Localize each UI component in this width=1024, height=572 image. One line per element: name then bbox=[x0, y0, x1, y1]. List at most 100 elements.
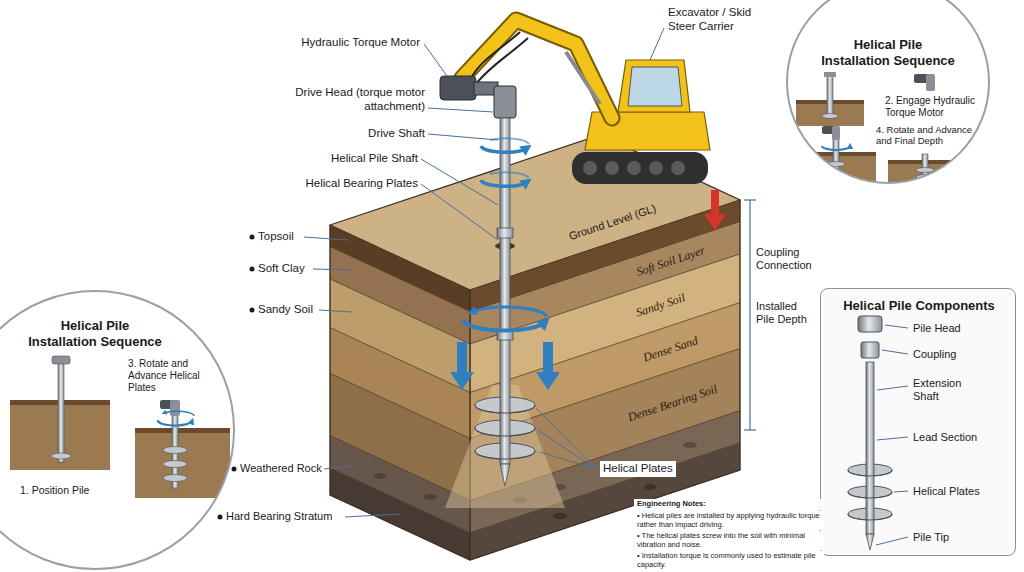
component-illustration bbox=[861, 342, 879, 358]
leader-line bbox=[421, 184, 498, 240]
inset-illustration bbox=[827, 74, 833, 118]
component-illustration bbox=[866, 362, 874, 534]
helical-pile bbox=[440, 76, 535, 486]
component-illustration bbox=[820, 288, 1016, 556]
helical-pile bbox=[475, 451, 535, 459]
soil-block bbox=[553, 513, 567, 519]
inset-illustration bbox=[833, 138, 839, 180]
callout-label: Drive Shaft bbox=[340, 127, 425, 141]
leader-line bbox=[538, 430, 596, 469]
inset-illustration bbox=[170, 400, 180, 416]
leader-line bbox=[319, 310, 352, 312]
callout-label: Drive Head (torque motor attachment) bbox=[288, 86, 425, 114]
inset-illustration bbox=[10, 356, 230, 498]
leader-line bbox=[428, 134, 498, 140]
rotation-arrow bbox=[457, 342, 467, 372]
helical-pile bbox=[497, 228, 513, 238]
component-illustration bbox=[866, 534, 874, 550]
ground-arrow bbox=[704, 190, 726, 230]
component-illustration bbox=[876, 325, 908, 545]
leader-line bbox=[536, 408, 596, 469]
step-text: 4. Rotate and Advance and Final Depth bbox=[876, 124, 978, 147]
inset-illustration bbox=[58, 362, 64, 462]
helical-pile bbox=[475, 405, 535, 413]
note-heading: Engineering Notes: bbox=[634, 499, 824, 510]
dimension-bracket bbox=[744, 200, 756, 430]
inset-illustration bbox=[135, 428, 230, 433]
callout-label: Helical Pile Shaft bbox=[296, 152, 418, 166]
callout-label: Hydraulic Torque Motor bbox=[280, 36, 420, 50]
rotation-arrow bbox=[543, 342, 553, 372]
excavator bbox=[627, 161, 641, 175]
inset-illustration bbox=[787, 0, 989, 183]
dimension-label: Installed Pile Depth bbox=[756, 300, 818, 326]
inset-illustration bbox=[163, 447, 187, 454]
component-illustration bbox=[885, 325, 908, 328]
helical-pile bbox=[494, 86, 516, 118]
layer-callout: Hard Bearing Stratum bbox=[226, 510, 332, 523]
layer-callout: Weathered Rock bbox=[240, 462, 322, 475]
layer-callout: Topsoil bbox=[258, 230, 294, 244]
leader-line bbox=[324, 466, 352, 469]
rotation-arrow bbox=[490, 172, 529, 178]
dimension-bracket bbox=[744, 199, 756, 200]
excavator bbox=[572, 152, 708, 184]
callout-label: Helical Plates bbox=[600, 461, 676, 477]
component-illustration bbox=[848, 470, 892, 520]
ground-level-label: Ground Level (GL) bbox=[567, 201, 658, 242]
rotation-arrow bbox=[481, 146, 527, 152]
excavator bbox=[462, 20, 612, 118]
leader-line bbox=[424, 44, 447, 76]
component-illustration bbox=[877, 386, 908, 390]
note-text: • Helical piles are installed by applyin… bbox=[634, 511, 824, 530]
excavator bbox=[583, 161, 597, 175]
part-label: Pile Head bbox=[913, 322, 1008, 335]
helical-pile bbox=[500, 118, 510, 464]
inset-illustration bbox=[822, 146, 850, 150]
leader-line bbox=[540, 452, 596, 469]
part-label: Coupling bbox=[913, 348, 1008, 361]
step-text: 3. Rotate and Advance Helical Plates bbox=[128, 358, 223, 394]
components-panel: Helical Pile ComponentsPile HeadCoupling… bbox=[820, 288, 1016, 556]
layer-label: Dense Sand bbox=[641, 333, 700, 365]
callout-label: Excavator / Skid Steer Carrier bbox=[668, 6, 768, 34]
inset-illustration bbox=[824, 72, 836, 77]
ground-arrow bbox=[704, 214, 726, 230]
inset-illustration bbox=[822, 114, 838, 119]
inset-illustration bbox=[926, 74, 935, 91]
rotation-arrow bbox=[472, 307, 547, 316]
inset-illustration bbox=[787, 0, 989, 196]
component-illustration bbox=[820, 288, 1016, 556]
inset-title: Helical Pile Installation Sequence bbox=[819, 37, 957, 68]
rotation-arrow bbox=[536, 372, 560, 390]
leader-dot bbox=[250, 308, 255, 313]
excavator bbox=[470, 32, 520, 80]
excavator bbox=[671, 161, 685, 175]
layer-label: Soft Soil Layer bbox=[634, 243, 706, 279]
helical-pile bbox=[440, 76, 476, 100]
excavator bbox=[566, 52, 600, 104]
leader-dot bbox=[218, 515, 223, 520]
step-text: 2. Engage Hydraulic Torque Motor bbox=[885, 95, 987, 119]
note-text: • Installation torque is commonly used t… bbox=[634, 551, 824, 570]
excavator bbox=[605, 161, 619, 175]
inset-circle: Helical Pile Installation Sequence1. Pos… bbox=[0, 290, 235, 570]
inset-illustration bbox=[51, 453, 71, 459]
part-label: Extension Shaft bbox=[913, 377, 975, 403]
leader-line bbox=[421, 159, 498, 205]
excavator bbox=[628, 67, 682, 106]
soil-block bbox=[330, 135, 740, 560]
component-illustration bbox=[877, 437, 908, 440]
inset-illustration bbox=[0, 291, 234, 569]
inset-illustration bbox=[832, 126, 840, 140]
layer-callout: Soft Clay bbox=[258, 262, 305, 276]
panel-title: Helical Pile Components bbox=[829, 298, 1009, 314]
leader-line bbox=[304, 237, 348, 240]
component-illustration bbox=[858, 316, 882, 332]
dimension-bracket bbox=[744, 429, 756, 430]
inset-illustration bbox=[164, 411, 194, 416]
